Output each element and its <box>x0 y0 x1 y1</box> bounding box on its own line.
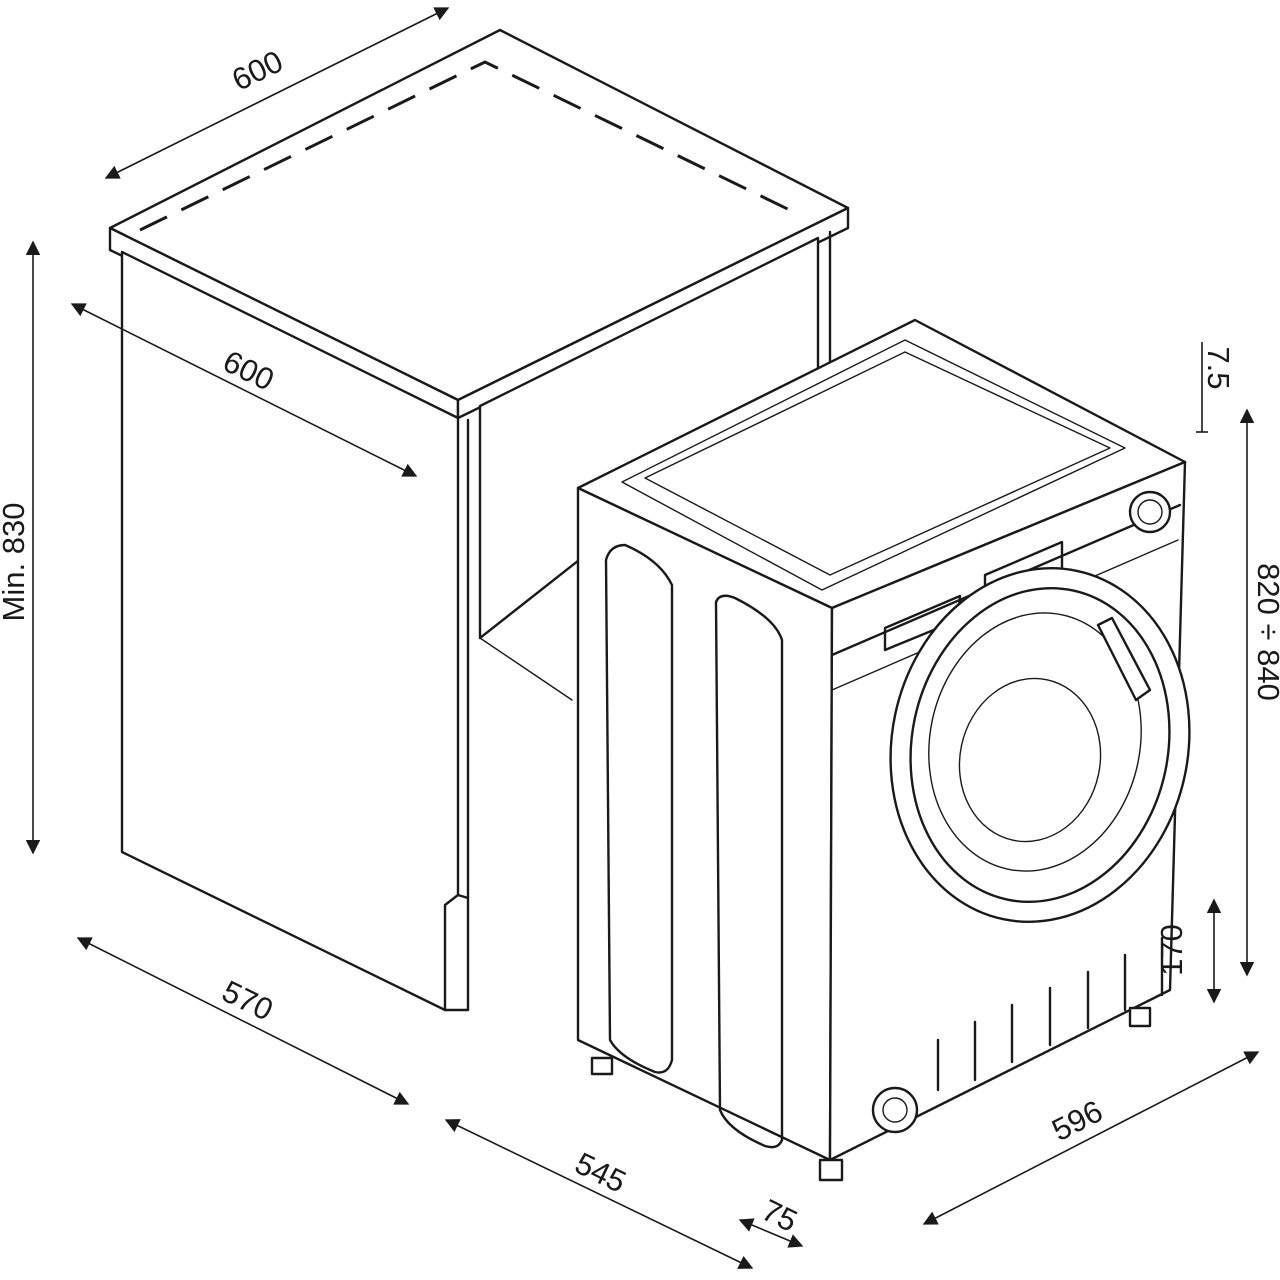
label-base-depth: 570 <box>217 973 279 1027</box>
foot-back-left <box>590 1056 614 1076</box>
drain-filter-inner <box>882 1097 908 1123</box>
door-glass <box>928 612 1142 872</box>
worktop-right-edge <box>456 206 850 420</box>
label-min-height: Min. 830 <box>0 503 31 622</box>
label-machine-height: 820 ÷ 840 <box>1251 563 1280 701</box>
dim-line-door <box>738 1218 804 1248</box>
label-machine-width: 596 <box>1046 1093 1108 1148</box>
drum-opening <box>958 677 1102 843</box>
dim-line-cabinet-depth <box>70 303 418 477</box>
label-door-protrusion: 75 <box>756 1192 802 1239</box>
back-panel-floor-line <box>479 637 573 701</box>
label-top-width: 600 <box>226 43 288 97</box>
side-recess-left <box>604 543 674 1074</box>
label-top-gap: 7.5 <box>1201 346 1236 389</box>
label-plinth-height: 170 <box>1154 924 1189 976</box>
drain-filter <box>871 1086 919 1134</box>
dim-line-machine-depth <box>444 1119 754 1269</box>
dim-line-machine-width <box>922 1051 1260 1225</box>
machine-side <box>576 486 834 1162</box>
foot-front-left <box>818 1158 844 1182</box>
dimension-lines <box>25 7 1260 1269</box>
program-knob-inner <box>1137 499 1163 525</box>
label-machine-depth: 545 <box>570 1145 632 1199</box>
dim-line-top-width <box>104 7 450 179</box>
foot-front-right <box>1128 1006 1152 1028</box>
door-handle <box>1096 616 1152 702</box>
worktop-dashed-outline <box>139 60 801 232</box>
dim-line-base-depth <box>76 937 410 1105</box>
washing-machine <box>576 318 1191 1182</box>
side-panel-foot <box>443 893 470 1012</box>
door-ring-inner <box>909 586 1171 904</box>
machine-top-panel <box>621 339 1126 591</box>
machine-top-inner <box>644 351 1111 576</box>
program-knob <box>1128 490 1172 534</box>
